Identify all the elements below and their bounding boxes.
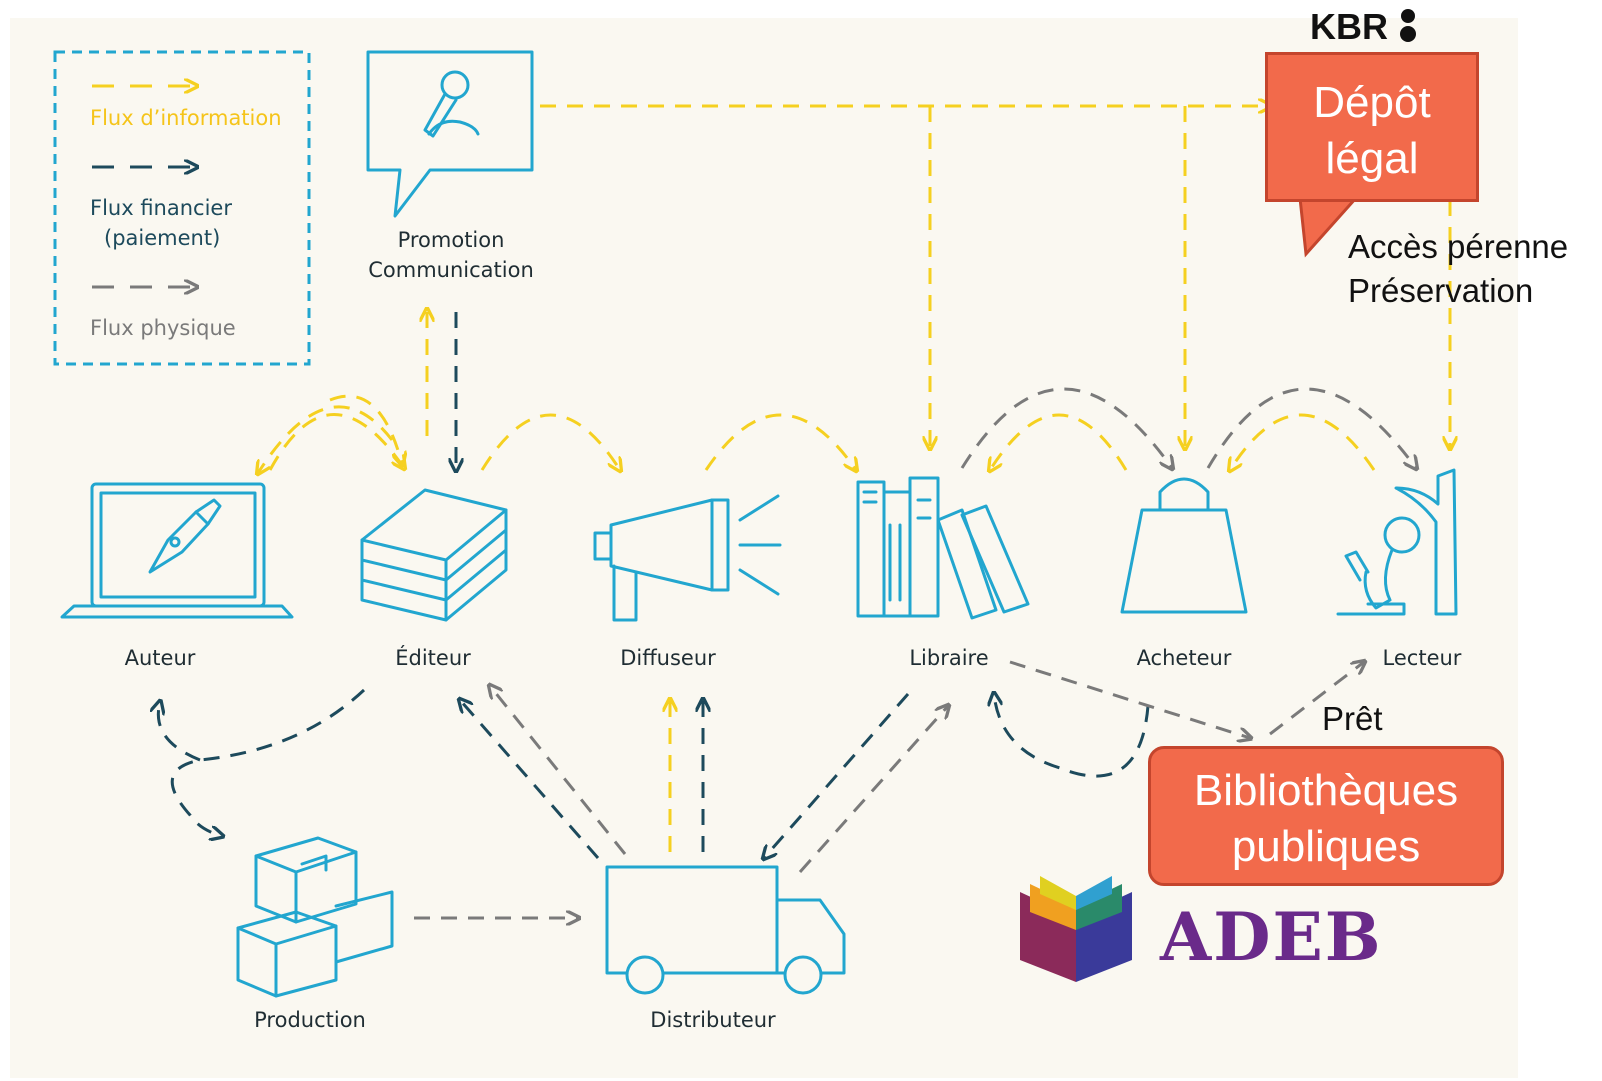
lecteur-label: Lecteur xyxy=(1382,646,1462,670)
adeb-book-logo-icon xyxy=(1020,876,1132,982)
kbr-logo-icon xyxy=(1400,9,1416,42)
bibliotheques-publiques-callout: Bibliothèques publiques xyxy=(1148,746,1504,886)
book-stack-icon xyxy=(360,488,508,622)
bibliotheques-line1: Bibliothèques xyxy=(1193,766,1459,815)
truck-icon xyxy=(605,865,846,995)
legend-physical-label: Flux physique xyxy=(90,316,236,340)
books-icon xyxy=(856,476,1030,620)
acces-perenne-text: Accès pérenne xyxy=(1348,228,1569,265)
distributeur-label: Distributeur xyxy=(650,1008,776,1032)
megaphone-icon xyxy=(593,494,782,622)
legend-financial-label: Flux financier xyxy=(90,196,232,220)
laptop-icon xyxy=(60,482,294,619)
legend-info-label: Flux d’information xyxy=(90,106,282,130)
depot-legal-line1: Dépôt xyxy=(1313,78,1431,127)
bibliotheques-line2: publiques xyxy=(1231,822,1421,871)
auteur-label: Auteur xyxy=(124,646,196,670)
kbr-logo: KBR xyxy=(1310,6,1388,47)
communication-label: Communication xyxy=(368,258,534,282)
legend-financial-sublabel: (paiement) xyxy=(104,226,221,250)
adeb-logo-text: ADEB xyxy=(1160,898,1383,976)
information-flows xyxy=(258,106,1450,852)
preservation-text: Préservation xyxy=(1348,272,1534,309)
physical-flows xyxy=(414,387,1416,918)
boxes-icon xyxy=(236,836,394,998)
acheteur-label: Acheteur xyxy=(1136,646,1232,670)
diffuseur-label: Diffuseur xyxy=(620,646,716,670)
depot-legal-line2: légal xyxy=(1325,134,1419,183)
reader-icon xyxy=(1336,468,1458,616)
legend xyxy=(53,50,311,366)
promotion-label: Promotion xyxy=(397,228,505,252)
depot-legal-callout: Dépôt légal xyxy=(1265,52,1479,202)
pret-text: Prêt xyxy=(1322,700,1383,737)
financial-flows xyxy=(158,312,1150,858)
libraire-label: Libraire xyxy=(909,646,989,670)
production-label: Production xyxy=(254,1008,366,1032)
editeur-label: Éditeur xyxy=(395,646,471,670)
shopping-bag-icon xyxy=(1120,477,1248,614)
microphone-icon xyxy=(366,50,534,218)
